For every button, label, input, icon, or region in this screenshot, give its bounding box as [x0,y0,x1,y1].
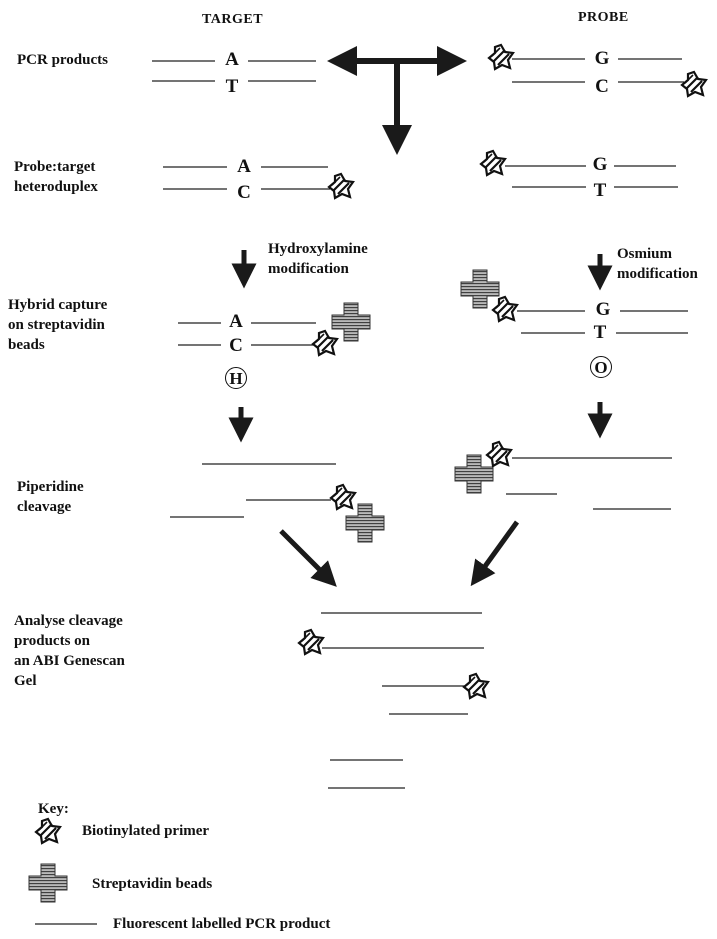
key-product-label: Fluorescent labelled PCR product [113,916,331,932]
target-pcr-strands [152,60,316,82]
osmium-adduct: O [590,356,612,378]
mixing-arrows [327,46,467,155]
streptavidin-bead-icon [331,302,371,342]
streptavidin-bead-icon [454,454,494,494]
step-label-analyse: Analyse cleavage [14,613,123,629]
target-heteroduplex-strands [163,166,355,200]
base-letter: C [237,182,251,203]
base-letter: T [225,76,239,97]
base-letter: G [595,299,611,320]
probe-cleavage-fragments [454,440,672,510]
probe-header: PROBE [578,10,629,25]
hydroxylamine-adduct: H [225,367,247,389]
probe-capture-strands [460,269,688,334]
base-letter: T [593,322,607,343]
biotin-primer-icon [462,672,490,700]
key-title: Key: [38,801,69,817]
biotin-primer-icon [327,172,355,200]
biotin-primer-icon [329,483,357,511]
biotin-primer-icon [680,70,708,98]
converge-arrow [470,520,520,587]
base-letter: G [592,154,608,175]
target-cleavage-fragments [170,463,385,543]
probe-heteroduplex-strands [479,149,678,188]
gel-bands [297,612,490,789]
osmium-label: modification [617,266,698,282]
target-capture-strands [178,302,371,357]
base-letter: A [225,49,239,70]
key-symbols [28,817,97,925]
step-label-heteroduplex: Probe:target [14,159,96,175]
key-biotin-label: Biotinylated primer [82,823,210,839]
base-letter: T [593,180,607,201]
biotin-primer-icon [479,149,507,177]
step-label-hybrid-capture: beads [8,337,45,353]
step-label-piperidine: Piperidine [17,479,84,495]
step-label-pcr-products: PCR products [17,52,108,68]
streptavidin-bead-icon [460,269,500,309]
streptavidin-bead-icon [345,503,385,543]
step-label-hybrid-capture: on streptavidin [8,317,105,333]
biotin-primer-icon [491,295,519,323]
biotin-primer-icon [311,329,339,357]
target-header: TARGET [202,12,264,27]
probe-pcr-strands [487,43,708,98]
hydroxylamine-label: modification [268,261,349,277]
step-label-piperidine: cleavage [17,499,72,515]
base-letter: A [229,311,243,332]
base-letter: C [595,76,609,97]
step-label-hybrid-capture: Hybrid capture [8,297,108,313]
hydroxylamine-label: Hydroxylamine [268,241,368,257]
step-label-analyse: Gel [14,673,37,689]
base-letter: C [229,335,243,356]
biotin-primer-icon [297,628,325,656]
base-letter: A [237,156,251,177]
osmium-label: Osmium [617,246,673,262]
key-beads-label: Streptavidin beads [92,876,213,892]
biotin-primer-icon [34,817,62,845]
biotin-primer-icon [485,440,513,468]
step-label-heteroduplex: heteroduplex [14,179,98,195]
biotin-primer-icon [487,43,515,71]
converge-arrow [279,529,337,587]
streptavidin-bead-icon [28,863,68,903]
step-label-analyse: an ABI Genescan [14,653,125,669]
step-label-analyse: products on [14,633,90,649]
base-letter: G [594,48,610,69]
